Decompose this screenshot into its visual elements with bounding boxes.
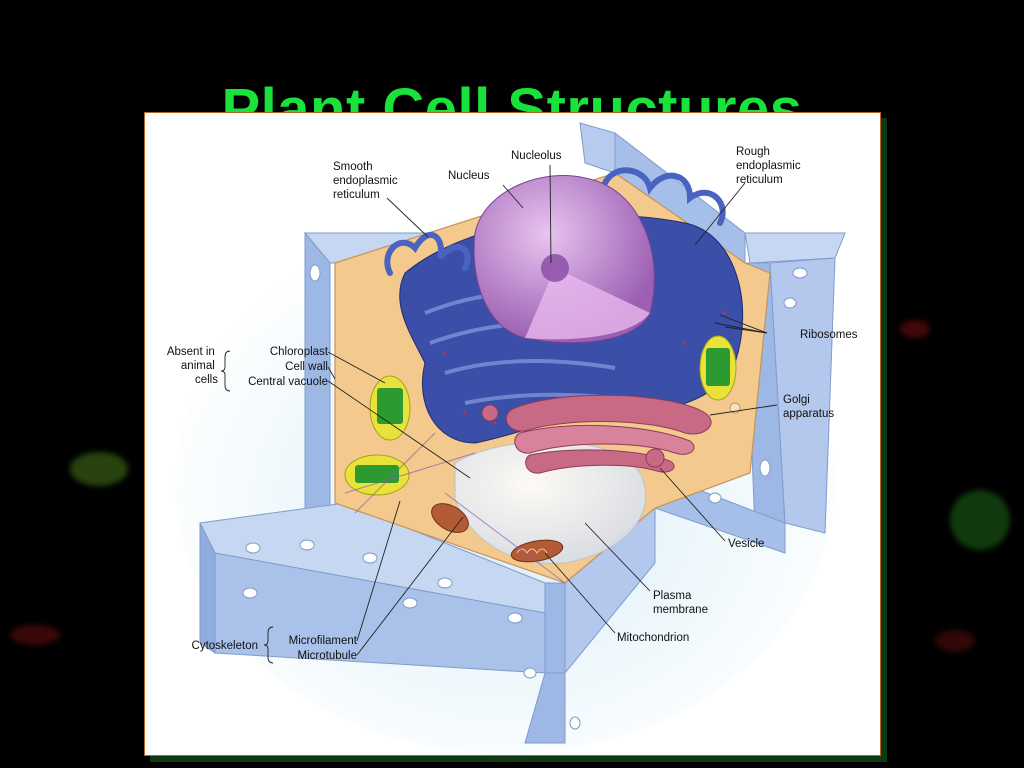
label-chloroplast: Chloroplast (270, 346, 329, 358)
label-microtubule: Microtubule (298, 650, 357, 662)
label-vesicle: Vesicle (728, 538, 764, 550)
label-nucleus: Nucleus (448, 170, 490, 182)
label-ribosomes: Ribosomes (800, 329, 858, 341)
mitochondrion (431, 503, 564, 563)
label-cell-wall: Cell wall (285, 361, 328, 373)
label-nucleolus: Nucleolus (511, 150, 562, 162)
nucleus (473, 174, 655, 344)
nucleolus (541, 254, 569, 282)
label-smooth-er: Smooth endoplasmic reticulum (333, 161, 401, 201)
label-mitochondrion: Mitochondrion (617, 632, 689, 644)
label-golgi-apparatus: Golgi apparatus (783, 394, 834, 420)
golgi-apparatus (481, 394, 741, 474)
label-absent-in-animal-cells: Absent in animal cells (167, 346, 218, 386)
cytoskeleton (344, 432, 566, 584)
label-central-vacuole: Central vacuole (248, 376, 328, 388)
label-microfilament: Microfilament (289, 635, 358, 647)
vesicle (645, 448, 665, 468)
chloroplast (344, 335, 737, 496)
plant-cell-illustration: Smooth endoplasmic reticulum Nucleus Nuc… (167, 122, 858, 753)
background-speck (10, 625, 60, 645)
label-cytoskeleton: Cytoskeleton (192, 640, 258, 652)
label-leader-lines (220, 164, 778, 664)
background-speck (950, 490, 1010, 550)
plant-cell-diagram: Smooth endoplasmic reticulum Nucleus Nuc… (144, 112, 881, 756)
background-speck (70, 452, 128, 486)
smooth-endoplasmic-reticulum (384, 167, 726, 276)
label-plasma-membrane: Plasma membrane (653, 590, 708, 616)
background-speck (935, 630, 975, 652)
label-rough-er: Rough endoplasmic reticulum (736, 146, 804, 186)
diagram-labels: Smooth endoplasmic reticulum Nucleus Nuc… (167, 146, 858, 662)
background-speck (900, 320, 930, 338)
